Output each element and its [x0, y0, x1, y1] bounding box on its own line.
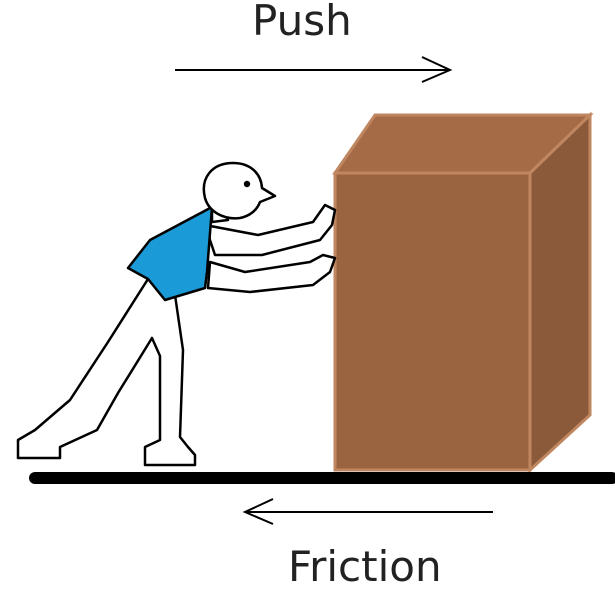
friction-arrow	[245, 499, 493, 524]
person-arm-front	[208, 255, 335, 292]
person-eye	[244, 181, 250, 187]
person-legs	[18, 279, 195, 465]
push-label: Push	[252, 0, 352, 42]
friction-label: Friction	[288, 546, 442, 588]
person	[18, 163, 335, 465]
push-arrow	[175, 57, 450, 82]
box-side	[530, 115, 590, 470]
box	[335, 115, 590, 470]
box-front	[335, 173, 530, 470]
person-shirt	[128, 207, 212, 300]
person-head	[204, 163, 275, 218]
